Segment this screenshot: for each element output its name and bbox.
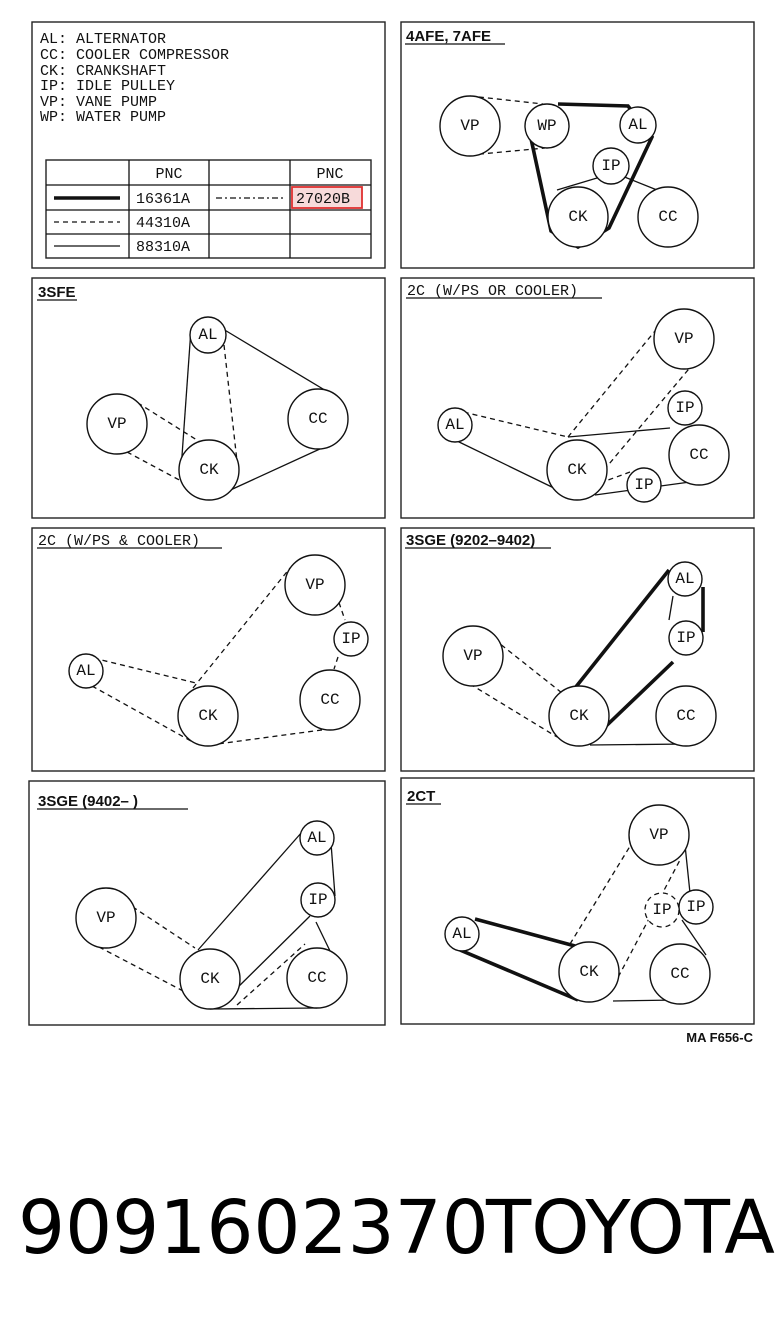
pnc-highlight: 27020B [296,191,350,208]
pnc-thin: 88310A [136,239,190,256]
label-vp: VP [463,647,482,665]
panel-title: 2CT [407,788,435,805]
brand-name: TOYOTA [486,1185,775,1271]
label-ip: IP [686,898,705,916]
label-ck: CK [200,970,220,988]
pnc-dashed: 44310A [136,215,190,232]
panel-title: 4AFE, 7AFE [406,28,491,45]
figure-code: MA F656-C [686,1030,753,1045]
panel-2c-or: 2C (W/PS OR COOLER) AL VP IP CC IP CK [400,277,755,519]
label-cc: CC [670,965,689,983]
label-ck: CK [568,208,588,226]
label-ck: CK [569,707,589,725]
label-ip: IP [601,157,620,175]
panel-2c-and: 2C (W/PS & COOLER) AL VP IP CC CK [31,527,386,772]
panel-3sge-9202-9402: 3SGE (9202–9402) VP AL IP CC CK [400,527,755,772]
panel-3sfe: 3SFE VP AL CC CK [31,277,386,519]
label-al: AL [675,570,694,588]
label-ip: IP [676,629,695,647]
legend-line-ip: IP: IDLE PULLEY [40,78,175,95]
label-ip: IP [308,891,327,909]
label-ip: IP [634,476,653,494]
legend-line-vp: VP: VANE PUMP [40,94,157,111]
panel-title: 3SGE (9402– ) [38,793,138,810]
label-al: AL [307,829,326,847]
label-vp: VP [460,117,479,135]
label-ip: IP [341,630,360,648]
label-al: AL [445,416,464,434]
label-cc: CC [308,410,327,428]
label-ip: IP [675,399,694,417]
panel-title: 2C (W/PS & COOLER) [38,533,200,550]
label-al: AL [628,116,647,134]
legend-line-cc: CC: COOLER COMPRESSOR [40,47,229,64]
label-cc: CC [676,707,695,725]
label-vp: VP [674,330,693,348]
pnc-header-1: PNC [155,166,182,183]
pnc-thick: 16361A [136,191,190,208]
panel-4afe-7afe: 4AFE, 7AFE VP WP AL IP CK CC [400,21,755,269]
label-cc: CC [689,446,708,464]
part-number: 9091602370 [18,1185,489,1271]
label-al: AL [198,326,217,344]
label-vp: VP [107,415,126,433]
pnc-table: PNC PNC 16361A 44310A 88310A 27020B [45,159,372,259]
label-al: AL [76,662,95,680]
panel-title: 3SGE (9202–9402) [406,532,535,549]
legend-line-ck: CK: CRANKSHAFT [40,63,166,80]
label-ck: CK [198,707,218,725]
legend-line-al: AL: ALTERNATOR [40,31,166,48]
label-vp: VP [305,576,324,594]
pnc-header-2: PNC [316,166,343,183]
panel-title: 2C (W/PS OR COOLER) [407,283,578,300]
label-vp: VP [649,826,668,844]
legend-panel: AL: ALTERNATOR CC: COOLER COMPRESSOR CK:… [31,21,386,269]
label-wp: WP [537,117,556,135]
label-ck: CK [199,461,219,479]
label-cc: CC [658,208,677,226]
label-al: AL [452,925,471,943]
label-ck: CK [579,963,599,981]
legend-line-wp: WP: WATER PUMP [40,109,166,126]
label-vp: VP [96,909,115,927]
label-ck: CK [567,461,587,479]
panel-2ct: 2CT AL VP IP IP CC CK [400,777,755,1025]
highlight-box [291,186,363,209]
panel-3sge-9402: 3SGE (9402– ) VP AL IP CC CK [28,780,386,1026]
label-ip: IP [652,901,671,919]
panel-title: 3SFE [38,284,76,301]
label-cc: CC [307,969,326,987]
label-cc: CC [320,691,339,709]
footer: 9091602370 TOYOTA [0,1185,784,1275]
